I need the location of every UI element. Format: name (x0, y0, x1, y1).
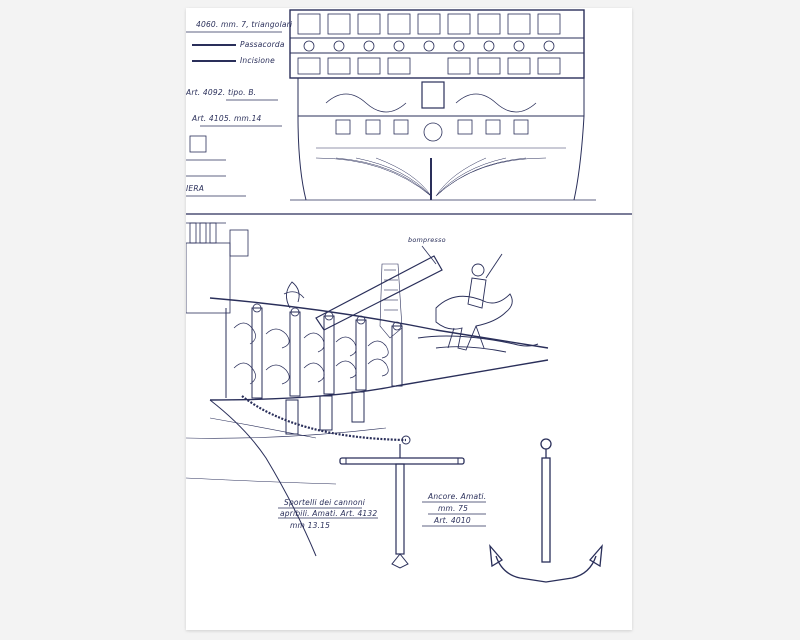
note-iera: IERA (186, 184, 205, 193)
note-anchor-line1: Ancore. Amati. (428, 492, 487, 501)
note-art-4105: Art. 4105. mm.14 (192, 114, 262, 123)
note-anchor-line2: mm. 75 (438, 504, 469, 513)
figurehead (417, 253, 539, 353)
note-ports-line3: mm 13.15 (290, 521, 331, 530)
note-incisione: Incisione (240, 56, 275, 65)
stern-elevation (289, 9, 596, 201)
note-art-4060: 4060. mm. 7, triangolari (196, 20, 293, 29)
note-ports-line1: Sportelli dei cannoni (284, 498, 366, 507)
note-art-4092: Art. 4092. tipo. B. (186, 88, 257, 97)
label-bompresso: bompresso (408, 236, 446, 244)
drawing-sheet: 4060. mm. 7, triangolari Passacorda Inci… (186, 8, 632, 630)
bow-side-view (186, 222, 549, 557)
ship-plan-drawing (186, 9, 632, 583)
anchor-classic (489, 438, 603, 583)
note-ports-line2: apribili. Amati. Art. 4132 (280, 509, 378, 518)
anchor-with-stock (339, 444, 465, 569)
top-left-leaders (186, 31, 282, 197)
note-passacorda: Passacorda (240, 40, 285, 49)
note-anchor-line3: Art. 4010 (434, 516, 471, 525)
annotation-lines (278, 501, 486, 527)
